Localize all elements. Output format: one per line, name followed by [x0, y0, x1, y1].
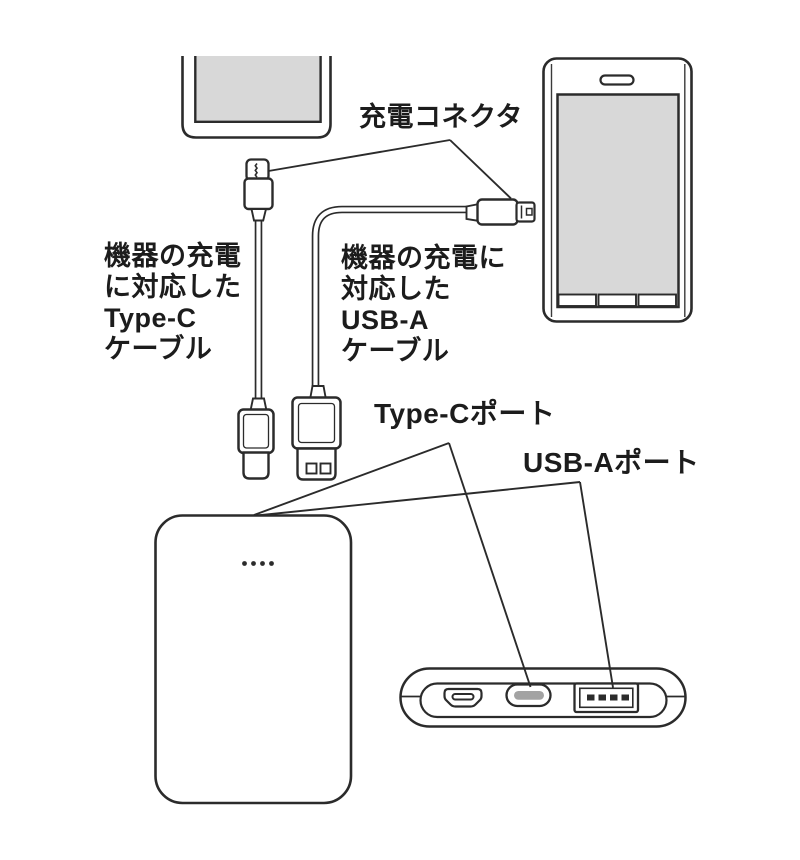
- plug-metal-tip: [242, 451, 270, 480]
- usb-a-port-inner: [578, 687, 634, 709]
- usb-a-cable-label-line: 機器の充電に: [341, 243, 506, 273]
- leader-lines: [253, 139, 614, 688]
- plug-pin-hole: [319, 462, 332, 475]
- connector-strain-relief: [250, 208, 268, 222]
- phone-screen: [556, 93, 680, 309]
- leader-line-usb-a-port: [579, 481, 614, 688]
- leader-line-type-c-front: [253, 442, 450, 516]
- power-bank-side: [399, 667, 687, 728]
- leader-line-connector-right: [449, 139, 512, 200]
- leader-line-usb-a-front: [256, 481, 581, 517]
- plug-body-face: [297, 402, 336, 444]
- leader-line-connector-left: [268, 139, 451, 172]
- usb-a-cable: [311, 205, 474, 388]
- usb-a-cable-label-line: USB-A: [341, 305, 429, 335]
- type-c-device-connector: [243, 158, 274, 222]
- usb-a-port-contact: [598, 694, 606, 701]
- led-dot: [251, 561, 256, 566]
- type-c-cable-label-line: 機器の充電: [104, 241, 242, 271]
- type-c-cable-label: 機器の充電 に対応した Type-C ケーブル: [104, 241, 242, 365]
- micro-usb-port-tongue: [451, 693, 475, 701]
- usb-a-port-label: USB-Aポート: [523, 447, 700, 478]
- usb-a-cable-label: 機器の充電に 対応した USB-A ケーブル: [341, 243, 506, 367]
- connector-body: [243, 177, 274, 211]
- plug-pin-hole: [305, 462, 318, 475]
- phone-speaker-icon: [599, 74, 635, 86]
- power-bank-body: [154, 514, 353, 805]
- usb-a-plug: [291, 385, 342, 481]
- type-c-port-tongue: [514, 691, 544, 700]
- connector-body: [476, 198, 519, 226]
- usb-a-port-contact: [610, 694, 618, 701]
- type-c-port: [505, 683, 552, 708]
- usb-a-cable-label-line: ケーブル: [341, 336, 450, 366]
- led-indicators: [242, 561, 274, 566]
- led-dot: [242, 561, 247, 566]
- plug-body-face: [242, 413, 270, 449]
- usb-a-port-contact: [621, 694, 629, 701]
- led-dot: [260, 561, 265, 566]
- type-c-cable-label-line: ケーブル: [104, 334, 213, 364]
- leader-line-type-c-port: [448, 442, 532, 688]
- connector-notch: [520, 205, 533, 219]
- phone-button: [557, 293, 597, 307]
- usb-a-port: [573, 682, 640, 714]
- micro-usb-port: [443, 687, 483, 708]
- type-c-plug: [237, 397, 275, 480]
- connector-notch: [254, 163, 258, 178]
- phone-buttons: [557, 293, 677, 307]
- charging-connector-label: 充電コネクタ: [359, 102, 523, 132]
- usb-a-cable-label-line: 対応した: [341, 274, 451, 304]
- phone-charging-connector: [465, 198, 536, 226]
- type-c-cable-label-line: に対応した: [104, 272, 242, 302]
- led-dot: [269, 561, 274, 566]
- usb-a-port-contact: [587, 694, 595, 701]
- type-c-cable-label-line: Type-C: [104, 303, 197, 333]
- phone-button: [597, 293, 637, 307]
- power-bank-front: [154, 514, 353, 805]
- tablet-device: [181, 56, 332, 139]
- phone-button: [637, 293, 677, 307]
- smartphone-device: [542, 57, 693, 323]
- type-c-port-label: Type-Cポート: [374, 398, 556, 429]
- tablet-screen: [194, 56, 322, 123]
